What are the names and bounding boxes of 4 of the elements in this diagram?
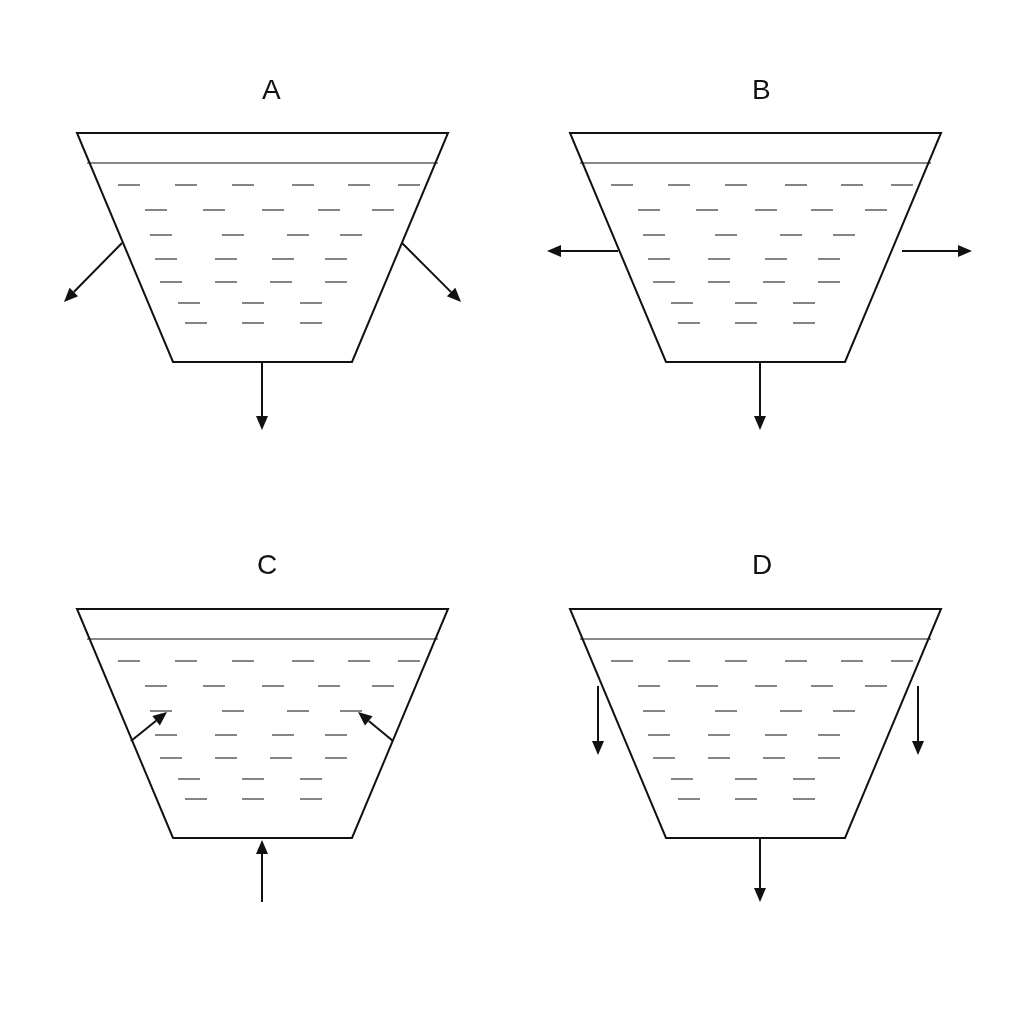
panel-label: C [257,550,278,580]
panel-label: A [262,75,281,105]
panel-label: D [752,550,773,580]
panel-label: B [752,75,771,105]
